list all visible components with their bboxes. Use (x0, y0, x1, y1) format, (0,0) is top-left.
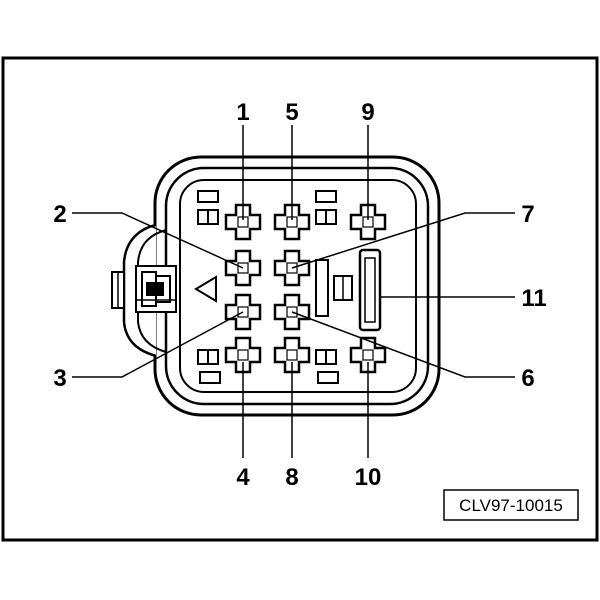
pin-label-1: 1 (236, 99, 249, 126)
pin-label-10: 10 (355, 464, 382, 491)
coding-marks (197, 190, 339, 384)
pin-cavity-9 (349, 203, 387, 241)
pin-label-3: 3 (53, 365, 66, 392)
locking-latch (111, 223, 177, 358)
pin-contact-10 (362, 349, 374, 361)
pin-cavity-5 (273, 203, 311, 241)
pin-contact-3 (237, 306, 249, 318)
leader-lines (72, 125, 515, 458)
pin-label-6: 6 (521, 365, 534, 392)
reference-code-box: CLV97-10015 (443, 489, 579, 521)
pin-label-8: 8 (285, 464, 298, 491)
slot-details (315, 248, 382, 332)
polarity-triangle-icon (194, 275, 217, 303)
pin-cavity-1 (224, 203, 262, 241)
pin-contact-8 (286, 349, 298, 361)
pin-contact-2 (237, 262, 249, 274)
pin-cavity-10 (349, 336, 387, 374)
pin-label-2: 2 (53, 201, 66, 228)
pin-label-9: 9 (361, 99, 374, 126)
pin-label-11: 11 (521, 285, 546, 312)
pin-label-4: 4 (236, 464, 250, 491)
reference-code: CLV97-10015 (459, 496, 563, 515)
pin-cavity-4 (224, 336, 262, 374)
pin-cavity-8 (273, 336, 311, 374)
pin-label-7: 7 (521, 201, 534, 228)
pin-contact-6 (286, 306, 298, 318)
pin-label-5: 5 (285, 99, 298, 126)
pin-contact-4 (237, 349, 249, 361)
pin-contact-7 (286, 262, 298, 274)
